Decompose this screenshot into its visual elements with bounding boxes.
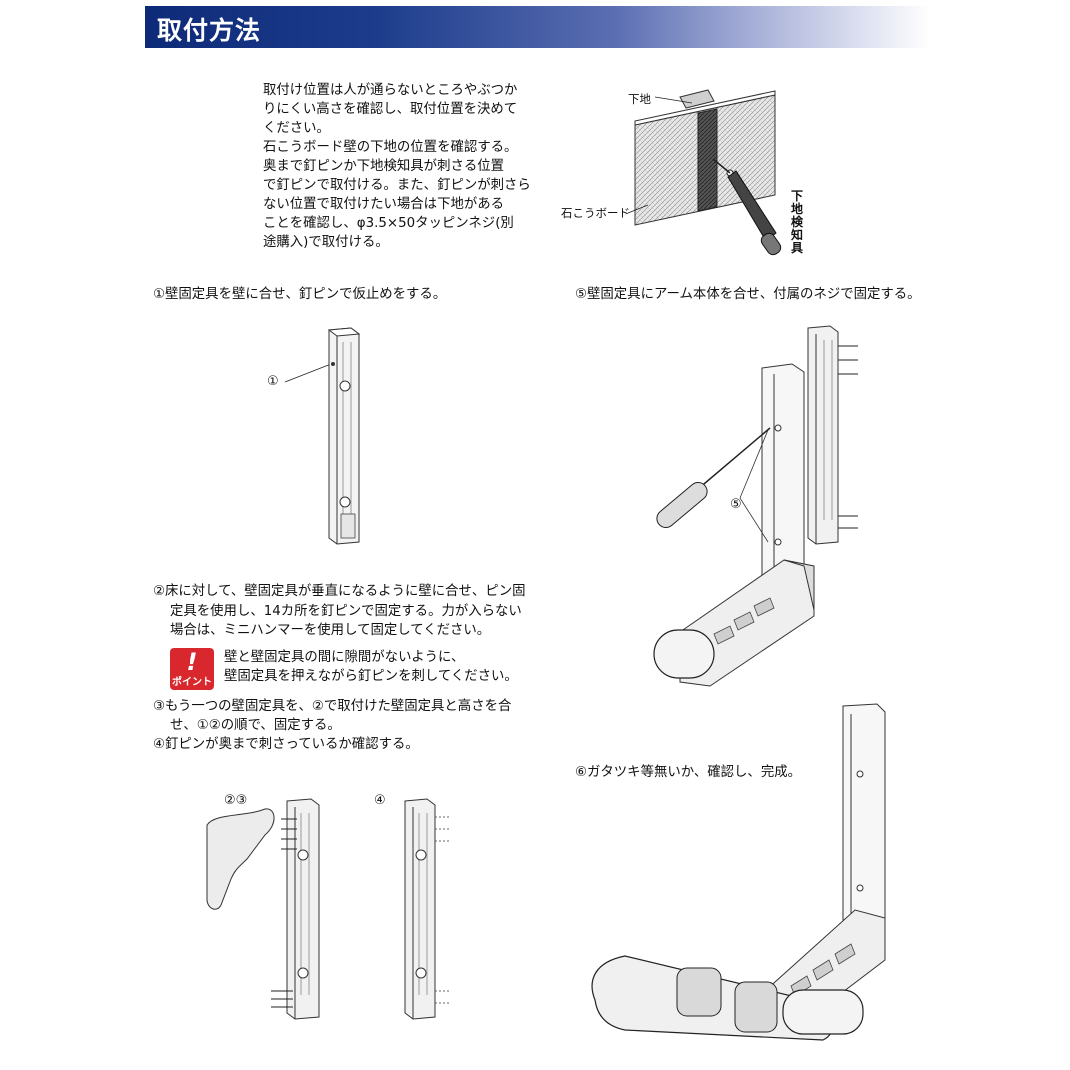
arm-assembly-illustration	[653, 325, 858, 687]
section-title: 取付方法	[157, 16, 262, 45]
label-gypsum-board: 石こうボード	[561, 206, 630, 220]
intro-line: 石こうボード壁の下地の位置を確認する。	[263, 140, 518, 155]
intro-line: 奥まで釘ピンか下地検知具が刺さる位置	[263, 159, 505, 174]
intro-line: 取付け位置は人が通らないところやぶつか	[263, 83, 518, 98]
wall-bracket-step4	[404, 798, 451, 1020]
wall-stud-illustration	[627, 89, 782, 256]
step3-line: ③もう一つの壁固定具を、②で取付けた壁固定具と高さを合	[153, 699, 512, 714]
intro-line: で釘ピンで取付ける。また、釘ピンが刺さら	[263, 178, 531, 193]
point-line: 壁固定具を押えながら釘ピンを刺してください。	[224, 669, 518, 684]
intro-line: りにくい高さを確認し、取付位置を決めて	[263, 102, 518, 117]
step4-text: ④釘ピンが奥まで刺さっているか確認する。	[153, 737, 419, 752]
pin-fixture-illustration	[206, 798, 320, 1020]
intro-line: 途購入)で取付ける。	[263, 235, 389, 250]
step2-line: 場合は、ミニハンマーを使用して固定してください。	[170, 623, 491, 638]
section-header: 取付方法	[145, 6, 930, 48]
point-badge: ! ポイント	[170, 648, 214, 690]
exclamation-icon: !	[186, 648, 198, 676]
step3-line: せ、①②の順で、固定する。	[170, 718, 341, 733]
intro-line: ください。	[263, 121, 330, 136]
label-stud-detector: 下地検知具	[790, 189, 803, 255]
step5-text: ⑤壁固定具にアーム本体を合せ、付属のネジで固定する。	[575, 287, 921, 302]
label-step-4: ④	[374, 793, 386, 808]
label-shitaji: 下地	[628, 92, 651, 106]
step6-text: ⑥ガタツキ等無いか、確認し、完成。	[575, 765, 801, 780]
intro-line: ことを確認し、φ3.5×50タッピンネジ(別	[263, 216, 514, 231]
completed-towel-bar-illustration	[591, 703, 886, 1041]
label-steps-2-3: ②③	[224, 793, 248, 808]
step1-text: ①壁固定具を壁に合せ、釘ピンで仮止めをする。	[153, 287, 447, 302]
step5-callout: ⑤	[730, 497, 742, 512]
intro-line: ない位置で取付けたい場合は下地がある	[263, 197, 505, 212]
point-badge-label: ポイント	[172, 677, 212, 688]
point-line: 壁と壁固定具の間に隙間がないように、	[224, 650, 465, 665]
step2-line: ②床に対して、壁固定具が垂直になるように壁に合せ、ピン固	[153, 584, 526, 599]
step2-line: 定具を使用し、14カ所を釘ピンで固定する。力が入らない	[170, 604, 522, 619]
wall-bracket-step1	[284, 327, 361, 545]
step1-callout: ①	[267, 374, 279, 389]
